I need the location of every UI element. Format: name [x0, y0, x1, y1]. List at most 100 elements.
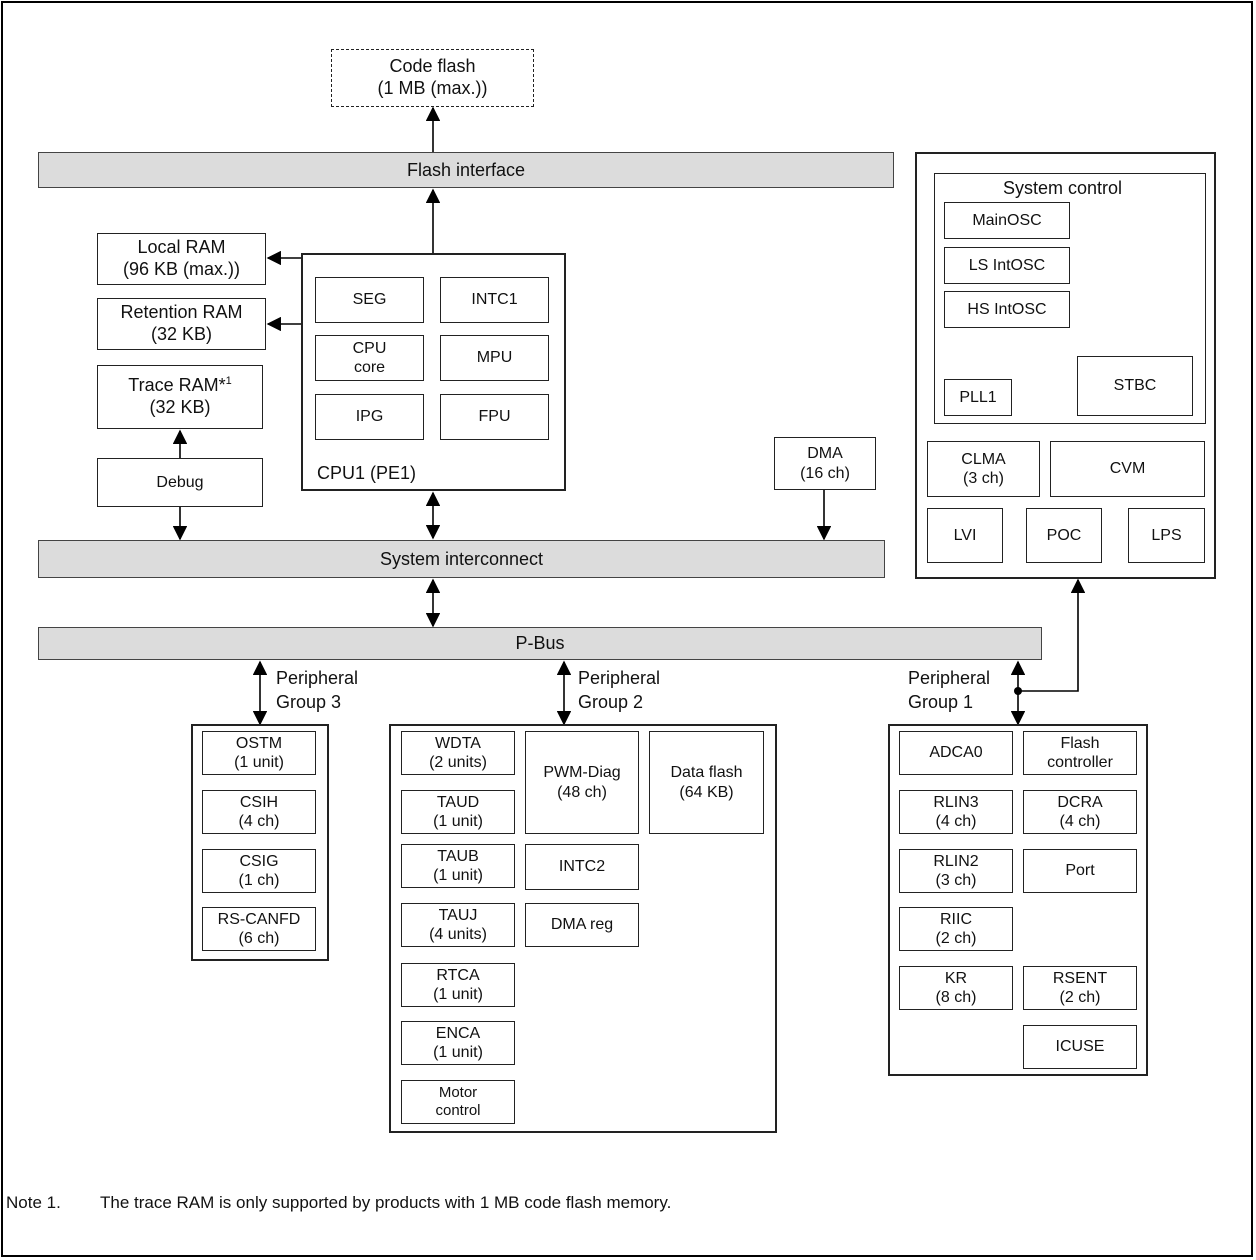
motor-control-line1: Motor: [438, 1084, 478, 1101]
kr-label: KR: [944, 969, 968, 987]
mainosc-box: MainOSC: [944, 202, 1070, 239]
tauj-label: TAUJ: [438, 906, 478, 924]
intc2-label: INTC2: [558, 858, 606, 876]
local-ram-box: Local RAM (96 KB (max.)): [97, 233, 266, 285]
retention-ram-label: Retention RAM: [120, 302, 243, 323]
dma-label: DMA: [807, 445, 843, 463]
rsent-label: RSENT: [1052, 969, 1108, 987]
ostm-box: OSTM (1 unit): [202, 731, 316, 775]
intc1-box: INTC1: [440, 277, 549, 323]
icuse-label: ICUSE: [1055, 1038, 1105, 1056]
seg-box: SEG: [315, 277, 424, 323]
port-label: Port: [1065, 862, 1095, 880]
poc-label: POC: [1046, 526, 1082, 544]
trace-ram-text: Trace RAM*: [128, 375, 226, 396]
code-flash-label: Code flash: [389, 56, 476, 77]
wdta-units: (2 units): [429, 754, 487, 771]
taud-units: (1 unit): [433, 813, 483, 830]
rlin3-box: RLIN3 (4 ch): [899, 790, 1013, 834]
fpu-label: FPU: [478, 408, 511, 426]
hs-intosc-label: HS IntOSC: [967, 300, 1047, 318]
tauj-box: TAUJ (4 units): [401, 903, 515, 947]
csih-channels: (4 ch): [238, 813, 280, 830]
rtca-box: RTCA (1 unit): [401, 963, 515, 1007]
junction-dot: [1014, 687, 1022, 695]
taub-label: TAUB: [437, 847, 479, 865]
taub-box: TAUB (1 unit): [401, 844, 515, 888]
lvi-box: LVI: [927, 508, 1003, 563]
system-interconnect-bus: System interconnect: [38, 540, 885, 578]
trace-ram-label: Trace RAM*1: [128, 375, 231, 397]
rscanfd-channels: (6 ch): [238, 930, 280, 947]
ostm-units: (1 unit): [234, 754, 284, 771]
rsent-box: RSENT (2 ch): [1023, 966, 1137, 1010]
adca0-box: ADCA0: [899, 731, 1013, 775]
system-interconnect-label: System interconnect: [379, 548, 544, 569]
trace-ram-size: (32 KB): [149, 397, 211, 417]
tauj-units: (4 units): [429, 926, 487, 943]
enca-label: ENCA: [435, 1024, 481, 1042]
port-box: Port: [1023, 849, 1137, 893]
arrow-group1-to-system-control: [1018, 578, 1086, 692]
pbus: P-Bus: [38, 627, 1042, 660]
kr-channels: (8 ch): [935, 989, 977, 1006]
flash-controller-box: Flash controller: [1023, 731, 1137, 775]
seg-label: SEG: [352, 291, 387, 309]
rlin2-channels: (3 ch): [935, 872, 977, 889]
group2-label-line1: Peripheral: [578, 668, 661, 688]
group1-label-line1: Peripheral: [908, 668, 991, 688]
lps-label: LPS: [1151, 526, 1182, 544]
lps-box: LPS: [1128, 508, 1205, 563]
retention-ram-box: Retention RAM (32 KB): [97, 298, 266, 350]
motor-control-box: Motor control: [401, 1080, 515, 1124]
group2-label: Peripheral Group 2: [578, 668, 660, 713]
adca0-label: ADCA0: [929, 744, 983, 762]
debug-label: Debug: [156, 473, 204, 491]
local-ram-label: Local RAM: [137, 237, 226, 258]
group3-label: Peripheral Group 3: [276, 668, 358, 713]
stbc-label: STBC: [1113, 377, 1157, 395]
dcra-label: DCRA: [1057, 793, 1103, 811]
dma-channels: (16 ch): [800, 464, 850, 482]
hs-intosc-box: HS IntOSC: [944, 291, 1070, 328]
rtca-units: (1 unit): [433, 986, 483, 1003]
taub-units: (1 unit): [433, 867, 483, 884]
note-text: The trace RAM is only supported by produ…: [100, 1193, 672, 1212]
rlin2-box: RLIN2 (3 ch): [899, 849, 1013, 893]
cpu-core-line1: CPU: [352, 339, 387, 357]
system-control-title: System control: [1003, 178, 1123, 198]
rscanfd-box: RS-CANFD (6 ch): [202, 907, 316, 951]
group3-label-line2: Group 3: [276, 691, 342, 712]
clma-box: CLMA (3 ch): [927, 441, 1040, 497]
motor-control-line2: control: [435, 1102, 481, 1119]
ls-intosc-label: LS IntOSC: [968, 256, 1046, 274]
riic-channels: (2 ch): [935, 930, 977, 947]
riic-box: RIIC (2 ch): [899, 907, 1013, 951]
rtca-label: RTCA: [436, 966, 480, 984]
pwm-diag-box: PWM-Diag (48 ch): [525, 731, 639, 834]
ipg-label: IPG: [355, 408, 384, 426]
taud-label: TAUD: [436, 793, 480, 811]
wdta-label: WDTA: [435, 734, 481, 752]
kr-box: KR (8 ch): [899, 966, 1013, 1010]
cpu-core-line2: core: [353, 359, 386, 376]
group1-label-line2: Group 1: [908, 691, 974, 712]
cpu-core-box: CPU core: [315, 335, 424, 381]
data-flash-size: (64 KB): [679, 783, 734, 801]
clma-channels: (3 ch): [963, 470, 1004, 487]
csih-box: CSIH (4 ch): [202, 790, 316, 834]
pll1-label: PLL1: [959, 388, 997, 406]
wdta-box: WDTA (2 units): [401, 731, 515, 775]
ls-intosc-box: LS IntOSC: [944, 247, 1070, 284]
intc1-label: INTC1: [471, 291, 518, 309]
intc2-box: INTC2: [525, 844, 639, 890]
trace-ram-box: Trace RAM*1 (32 KB): [97, 365, 263, 429]
rlin3-channels: (4 ch): [935, 813, 977, 830]
pll1-box: PLL1: [944, 379, 1012, 416]
flash-interface-label: Flash interface: [406, 159, 526, 180]
enca-box: ENCA (1 unit): [401, 1021, 515, 1065]
lvi-label: LVI: [953, 526, 977, 544]
group3-label-line1: Peripheral: [276, 668, 359, 688]
cvm-label: CVM: [1109, 460, 1146, 478]
